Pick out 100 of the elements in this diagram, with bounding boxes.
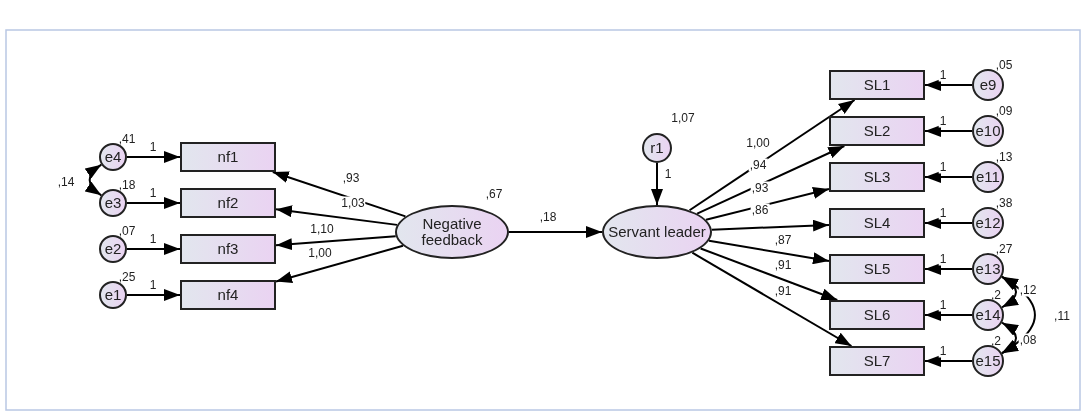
observed-variable-box <box>180 234 276 264</box>
path-arrow <box>924 125 973 137</box>
variable-name: e10 <box>975 123 1001 139</box>
path-arrow <box>508 226 603 238</box>
path-arrow <box>710 219 830 232</box>
variable-name: e15 <box>975 353 1001 369</box>
edge-label: 1 <box>663 167 673 181</box>
edge-label: 1 <box>938 160 948 174</box>
path-arrow <box>126 289 181 301</box>
edge-label: 1,03 <box>340 196 366 210</box>
edge-label: 1 <box>938 344 948 358</box>
edge-label: ,12 <box>1018 283 1038 297</box>
variance-value: ,18 <box>117 178 137 192</box>
path-arrow <box>691 251 853 347</box>
observed-variable-box <box>180 280 276 310</box>
variable-name: SL2 <box>863 123 891 139</box>
edge-label: 1 <box>148 140 158 154</box>
variable-name: e11 <box>976 169 1000 185</box>
edge-label: ,86 <box>750 203 770 217</box>
observed-variable-box <box>180 188 276 218</box>
variance-value: ,09 <box>994 104 1014 118</box>
edge-label: 1 <box>938 68 948 82</box>
variable-name: r1 <box>650 140 664 156</box>
edge-label: 1,00 <box>745 136 771 150</box>
edge-label: ,87 <box>773 233 793 247</box>
edge-label: ,93 <box>341 171 361 185</box>
variable-name: nf1 <box>217 149 239 165</box>
edge-label: 1 <box>938 114 948 128</box>
variable-circle <box>972 115 1004 147</box>
path-arrow <box>126 243 181 255</box>
variable-name: Negative feedback <box>420 216 484 248</box>
variable-name: e4 <box>104 149 122 165</box>
variable-circle <box>972 161 1004 193</box>
variable-name: e12 <box>975 215 1001 231</box>
edge-label: ,18 <box>538 210 558 224</box>
path-arrow <box>699 247 839 301</box>
path-arrow <box>126 151 181 163</box>
variance-value: ,2 <box>990 288 1002 302</box>
path-arrow <box>924 217 973 229</box>
edge-label: ,08 <box>1018 333 1038 347</box>
edge-label: ,94 <box>748 158 768 172</box>
variance-value: ,41 <box>117 132 137 146</box>
variance-value: ,67 <box>484 187 504 201</box>
edge-label: ,11 <box>1053 309 1071 323</box>
path-arrow <box>924 355 973 367</box>
variable-name: SL4 <box>863 215 891 231</box>
variable-name: nf4 <box>217 287 239 303</box>
observed-variable-box <box>829 208 925 238</box>
path-arrow <box>275 205 398 226</box>
edge-label: 1 <box>148 278 158 292</box>
variable-name: SL6 <box>863 307 891 323</box>
path-arrow <box>271 171 407 218</box>
variable-circle <box>642 133 672 163</box>
edge-label: 1,10 <box>309 222 335 236</box>
variable-circle <box>972 345 1004 377</box>
observed-variable-box <box>829 70 925 100</box>
path-arrow <box>651 162 663 206</box>
path-arrow <box>126 197 181 209</box>
observed-variable-box <box>180 142 276 172</box>
variable-circle <box>972 299 1004 331</box>
edge-label: 1 <box>938 206 948 220</box>
variable-name: e14 <box>975 307 1001 323</box>
edge-label: 1 <box>148 186 158 200</box>
covariance-arrow <box>1001 275 1019 309</box>
latent-variable-ellipse <box>602 205 712 259</box>
variable-name: e9 <box>979 77 997 93</box>
variable-circle <box>99 281 127 309</box>
variable-name: e13 <box>975 261 1001 277</box>
edge-label: 1 <box>938 252 948 266</box>
variable-name: SL1 <box>863 77 891 93</box>
variable-name: nf3 <box>217 241 239 257</box>
path-arrow <box>708 239 830 265</box>
variable-name: SL3 <box>863 169 891 185</box>
variable-name: SL7 <box>863 353 891 369</box>
latent-variable-ellipse <box>395 205 509 259</box>
variance-value: ,05 <box>994 58 1014 72</box>
variable-circle <box>972 253 1004 285</box>
path-arrow <box>705 187 830 221</box>
variance-value: ,38 <box>994 196 1014 210</box>
observed-variable-box <box>829 254 925 284</box>
path-arrow <box>924 79 973 91</box>
variance-value: ,2 <box>990 334 1002 348</box>
edge-label: ,91 <box>773 258 793 272</box>
variance-value: 1,07 <box>670 111 696 125</box>
variable-circle <box>99 143 127 171</box>
variable-name: SL5 <box>863 261 891 277</box>
observed-variable-box <box>829 116 925 146</box>
observed-variable-box <box>829 300 925 330</box>
variable-circle <box>972 69 1004 101</box>
path-arrow <box>275 235 397 251</box>
edge-label: ,14 <box>56 175 76 189</box>
path-arrow <box>688 99 856 212</box>
observed-variable-box <box>829 162 925 192</box>
edge-label: 1,00 <box>307 246 333 260</box>
variable-name: Servant leader <box>608 224 706 240</box>
variable-circle <box>99 189 127 217</box>
path-arrow <box>924 309 973 321</box>
edge-label: ,91 <box>773 284 793 298</box>
path-arrow <box>275 244 404 283</box>
variable-name: e3 <box>104 195 122 211</box>
